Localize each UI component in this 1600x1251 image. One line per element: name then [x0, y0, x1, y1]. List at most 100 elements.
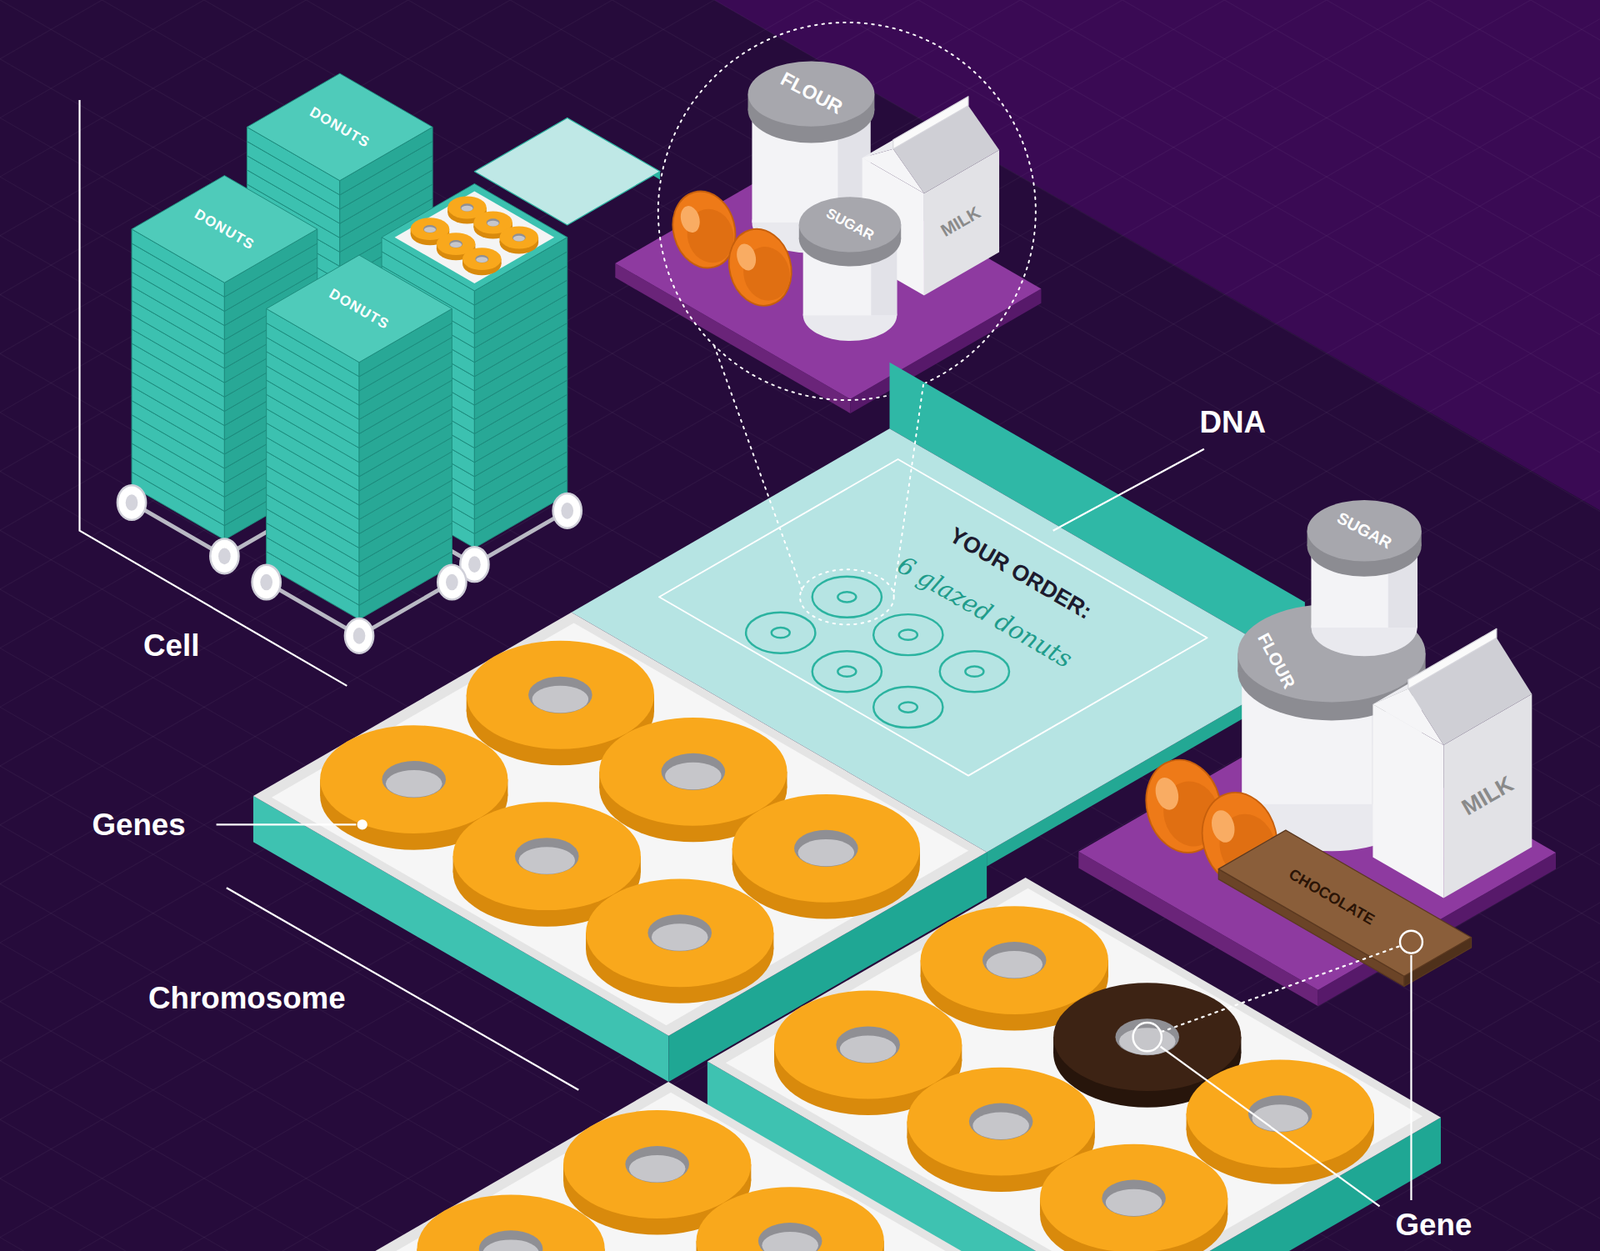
canister-lid-top: [1307, 500, 1422, 561]
donut-box-stack: [252, 255, 467, 654]
donut-hole: [518, 846, 575, 874]
donut-hole: [972, 1112, 1030, 1140]
grid-line: [180, 0, 1600, 1251]
cart-wheel: [117, 485, 146, 520]
donut-outline: [837, 666, 856, 677]
box-floor: [368, 1092, 1065, 1251]
cart-wheel-hub: [445, 574, 459, 591]
carton-gable: [862, 149, 925, 194]
zoom-line: [1162, 946, 1399, 1032]
donut-hole: [532, 685, 590, 713]
callout-label: DNA: [1199, 405, 1266, 439]
donut-hole: [665, 762, 722, 790]
egg-shell: [720, 221, 800, 313]
donut-box-top: [381, 183, 568, 291]
glazed-donut: [732, 794, 920, 919]
donut-hole: [513, 235, 525, 242]
glazed-donut: [416, 1195, 605, 1251]
donut-top: [1053, 982, 1241, 1091]
cart-wheel: [252, 565, 281, 600]
donut-top: [462, 247, 502, 270]
donut-top: [585, 878, 774, 987]
canister-lid-top: [748, 60, 875, 126]
leader-line: [216, 823, 357, 825]
egg-highlight: [677, 204, 703, 235]
donut-outline: [745, 612, 815, 654]
gene-marker: [1400, 930, 1423, 954]
box-lid: [571, 428, 1305, 852]
leader-dot: [357, 819, 368, 830]
donut-box-top: [246, 73, 433, 181]
donut-hole: [486, 218, 500, 226]
glazed-donut: [585, 878, 774, 1003]
egg-highlight: [1208, 807, 1239, 845]
glazed-donut: [696, 1186, 885, 1251]
cart-wheel: [345, 618, 374, 654]
donut-hole: [835, 1025, 900, 1063]
grid-line: [78, 0, 1600, 1251]
canister-label: SUGAR: [1334, 509, 1395, 553]
donut-hole: [424, 226, 436, 233]
gene-marker: [1133, 1022, 1162, 1051]
donut-hole: [794, 830, 859, 867]
donut-hole: [512, 233, 526, 241]
donut-outline: [771, 627, 790, 638]
donut-top: [1040, 1144, 1228, 1251]
callout-label: Gene: [1395, 1207, 1472, 1241]
box-floor: [271, 622, 969, 1025]
donut-top: [466, 640, 655, 750]
donut-outline: [812, 650, 882, 692]
donut-hole: [1248, 1095, 1313, 1132]
callout-label: Cell: [143, 628, 200, 662]
donut-top: [732, 794, 920, 903]
grid-line: [0, 0, 102, 1251]
grid-line: [1428, 0, 1600, 1251]
grid-line: [0, 0, 1351, 1251]
donut-top: [500, 225, 540, 249]
grid-line: [0, 0, 510, 1251]
donut-top: [696, 1186, 885, 1251]
donut-outline: [965, 666, 984, 677]
canister-label: SUGAR: [823, 205, 877, 245]
donut: [500, 225, 540, 254]
donut-hole: [1251, 1104, 1309, 1131]
cart-wheel-hub: [353, 627, 366, 645]
canister: [1307, 500, 1422, 656]
grid-line: [282, 0, 1600, 1251]
donut-top: [453, 801, 641, 910]
donut-hole: [479, 1230, 544, 1251]
carton-fin: [1408, 628, 1497, 689]
cart-wheel-hub: [468, 555, 481, 573]
canister: [799, 196, 901, 341]
donut-hole: [758, 1222, 823, 1251]
donut-top: [320, 725, 508, 834]
donut-hole: [475, 256, 488, 263]
carton-fin: [893, 96, 969, 150]
donut-top: [774, 990, 962, 1100]
bar-label: CHOCOLATE: [1285, 865, 1378, 929]
grid-line: [305, 0, 1600, 1251]
grid-line: [1530, 0, 1600, 1251]
cart-wheel: [553, 493, 582, 529]
egg-highlight: [734, 241, 760, 273]
donut-hole: [982, 941, 1047, 979]
donut-hole: [651, 923, 709, 950]
leader-line: [1053, 449, 1205, 531]
egg-highlight: [1152, 775, 1183, 813]
donut-top: [563, 1110, 751, 1219]
milk-carton: [1372, 628, 1532, 898]
donut-hole: [661, 753, 726, 790]
donut-top: [920, 905, 1109, 1015]
grid-line: [1405, 0, 1600, 1251]
donut: [462, 247, 502, 275]
donut-hole: [625, 1145, 690, 1183]
carton-gable: [1372, 689, 1444, 745]
glazed-donut: [1186, 1059, 1375, 1184]
